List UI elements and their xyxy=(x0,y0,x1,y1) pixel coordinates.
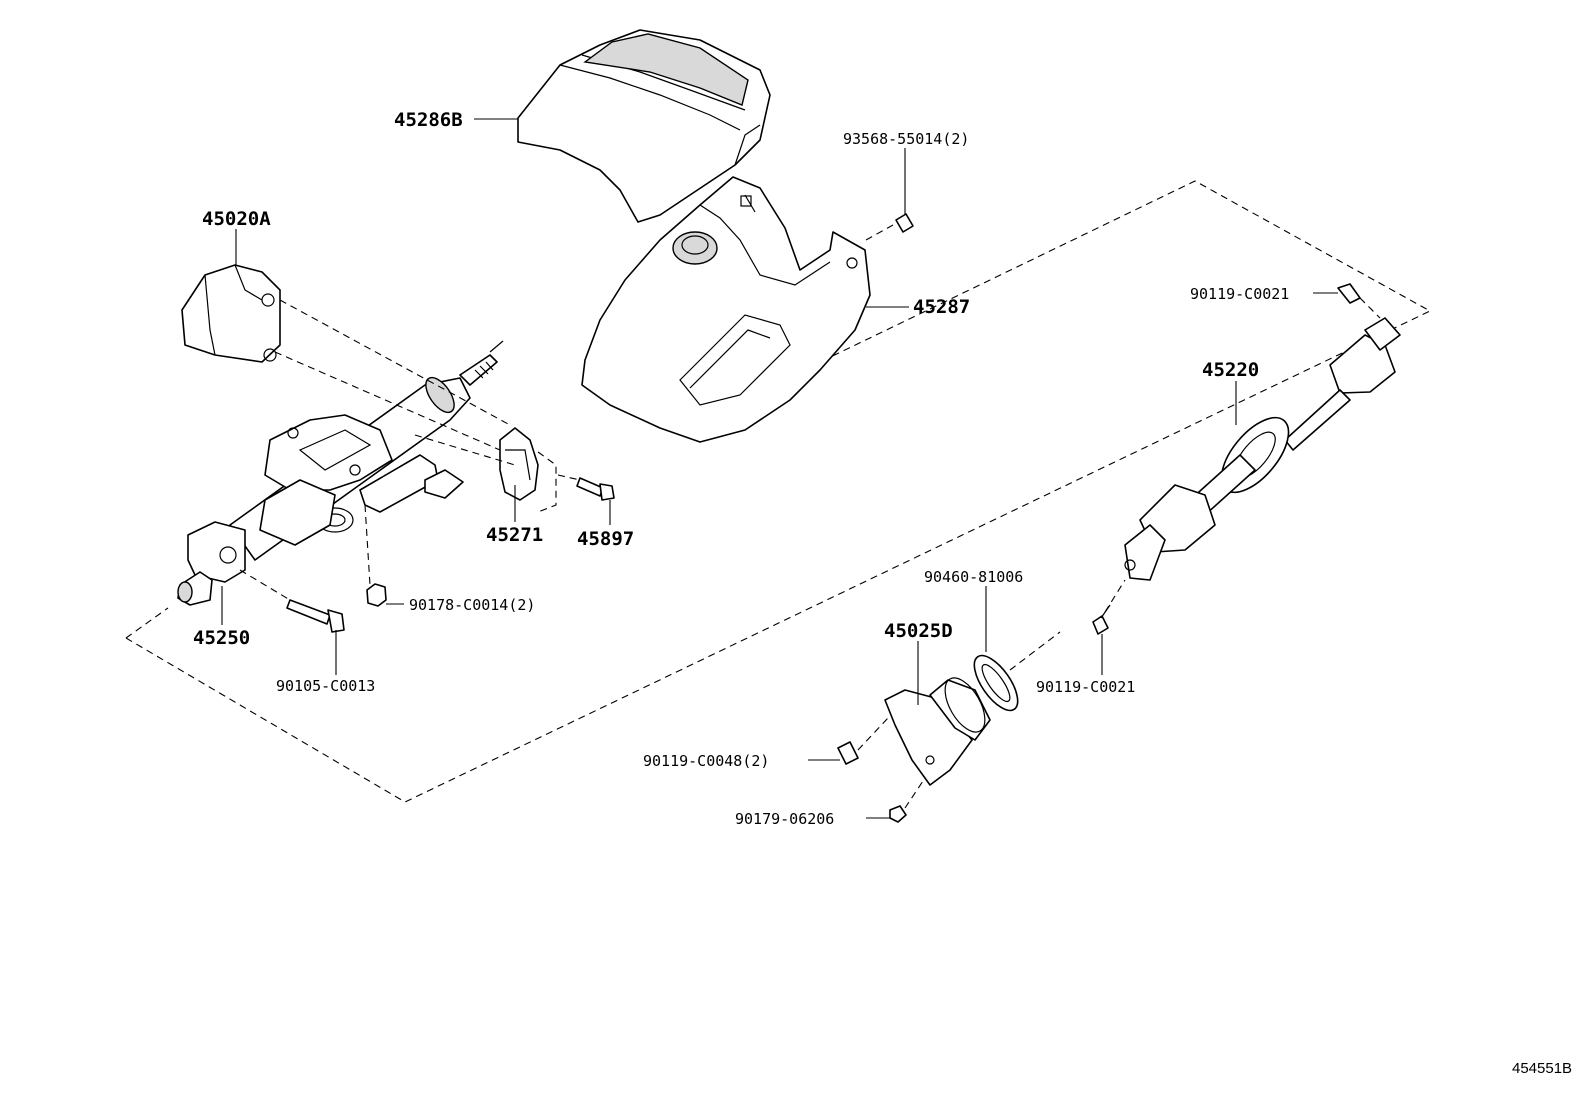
label-90179-06206[interactable]: 90179-06206 xyxy=(735,810,834,828)
bolt-90119-lower[interactable] xyxy=(1092,604,1111,635)
bolt-45897[interactable] xyxy=(576,477,615,501)
part-labels: 45286B 93568-55014(2) 45020A 45287 90119… xyxy=(193,109,1289,828)
label-90119-C0021-upper[interactable]: 90119-C0021 xyxy=(1190,285,1289,303)
label-45025D[interactable]: 45025D xyxy=(884,620,953,642)
label-90119-C0048[interactable]: 90119-C0048(2) xyxy=(643,752,769,770)
screw-93568[interactable] xyxy=(895,213,914,233)
ring-90460[interactable] xyxy=(966,649,1026,717)
nut-90178[interactable] xyxy=(366,583,387,607)
bolt-90105[interactable] xyxy=(286,599,345,633)
assembly-boundary xyxy=(125,180,1432,803)
bracket-clip-45271[interactable] xyxy=(499,427,557,513)
label-90105-C0013[interactable]: 90105-C0013 xyxy=(276,677,375,695)
label-45287[interactable]: 45287 xyxy=(913,296,970,318)
bolt-90119-C0048[interactable] xyxy=(837,741,859,765)
label-90460-81006[interactable]: 90460-81006 xyxy=(924,568,1023,586)
intermediate-shaft-45220[interactable] xyxy=(1124,317,1401,581)
label-45271[interactable]: 45271 xyxy=(486,524,543,546)
steering-column-tube[interactable] xyxy=(229,340,504,561)
label-90178-C0014[interactable]: 90178-C0014(2) xyxy=(409,596,535,614)
diagram-reference-number: 454551B xyxy=(1512,1060,1572,1077)
label-45220[interactable]: 45220 xyxy=(1202,359,1259,381)
upper-column-cover-45286B[interactable] xyxy=(517,29,771,223)
bolt-90119-upper[interactable] xyxy=(1337,283,1361,304)
leader-lines xyxy=(221,118,1338,819)
label-90119-C0021-lower[interactable]: 90119-C0021 xyxy=(1036,678,1135,696)
column-hole-cover-45025D[interactable] xyxy=(884,672,993,786)
assembly-boundary-left xyxy=(125,607,169,639)
label-45250[interactable]: 45250 xyxy=(193,627,250,649)
label-93568-55014[interactable]: 93568-55014(2) xyxy=(843,130,969,148)
exploded-view-lines xyxy=(239,224,1381,809)
lower-bracket-45250[interactable] xyxy=(177,521,246,606)
nut-90179[interactable] xyxy=(889,805,907,823)
column-bracket-45020A[interactable] xyxy=(181,264,281,363)
label-45897[interactable]: 45897 xyxy=(577,528,634,550)
label-45286B[interactable]: 45286B xyxy=(394,109,463,131)
label-45020A[interactable]: 45020A xyxy=(202,208,271,230)
lower-column-cover-45287[interactable] xyxy=(581,176,871,443)
